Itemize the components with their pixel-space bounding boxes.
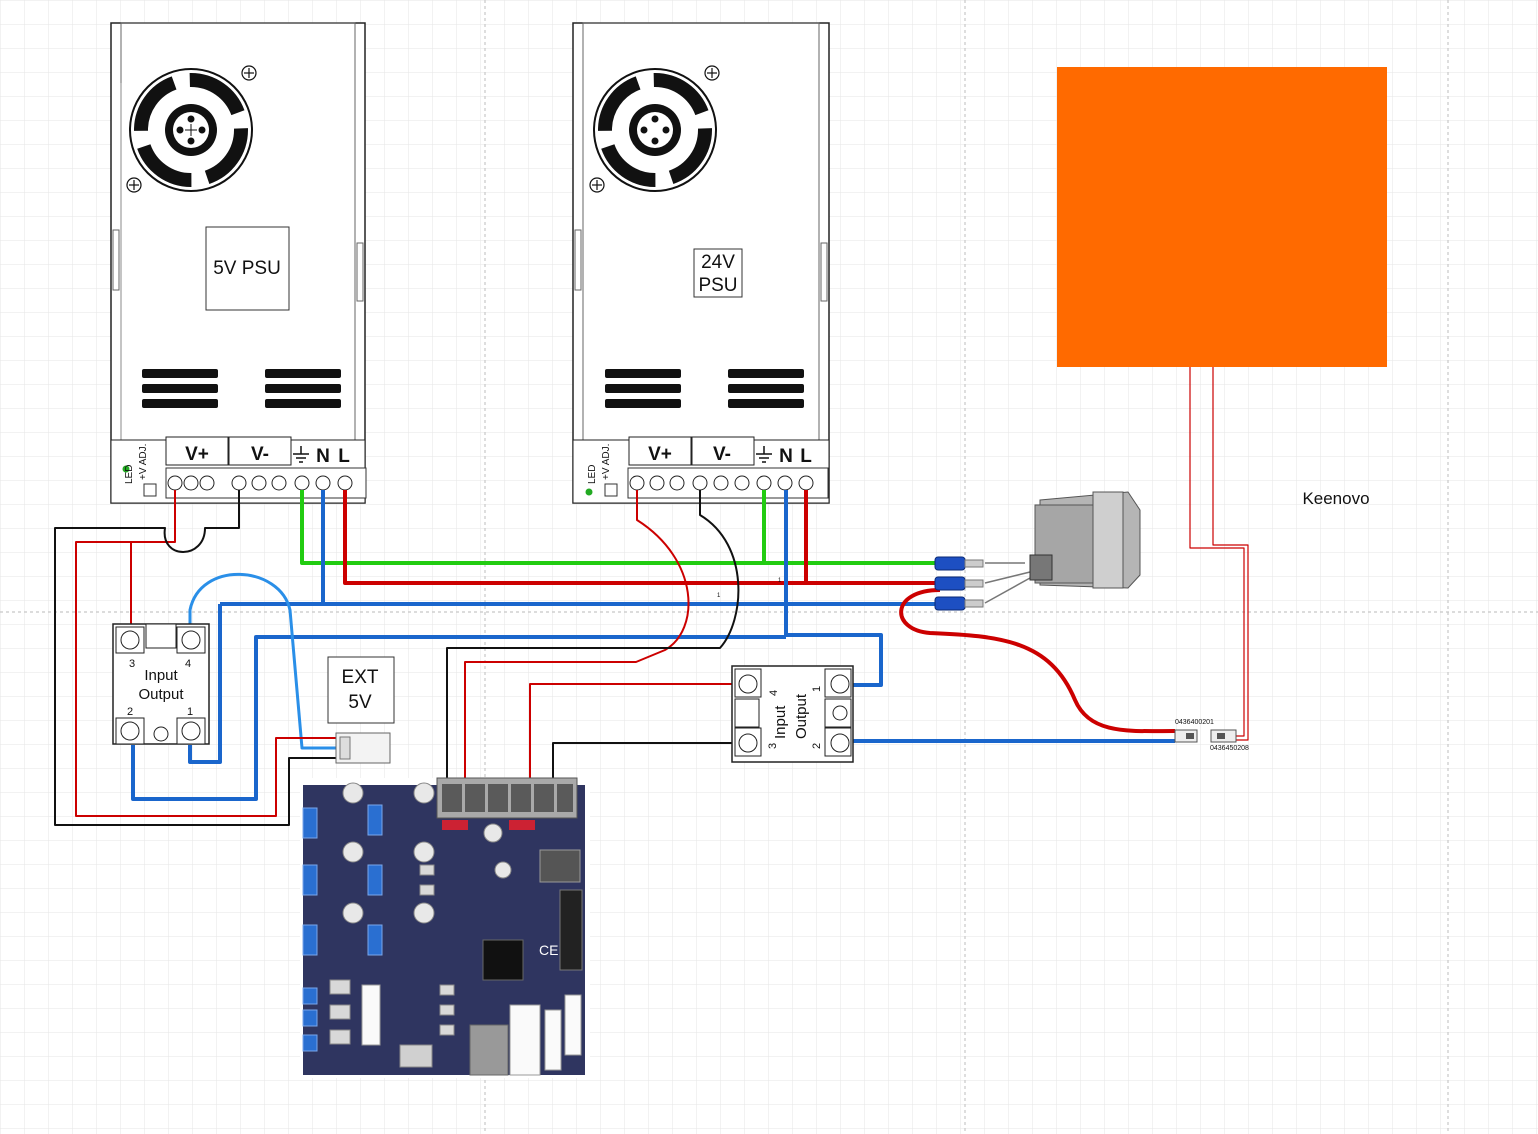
wire-left-ssr-out2 (131, 635, 786, 801)
psu-5v-label: 5V PSU (213, 258, 281, 279)
ground-icon (293, 446, 309, 463)
vadj-trimmer[interactable] (143, 483, 157, 497)
crimp-terminals (934, 556, 1031, 611)
ssr-right-pin2: 2 (811, 743, 823, 749)
psu-24v[interactable]: 24V PSU V+ V- N L LED +V ADJ. (572, 22, 830, 504)
ssr-right-pin3: 3 (767, 743, 779, 749)
wire-left-ssr-out4 (188, 602, 323, 764)
psu-5v-vadj-label: +V ADJ. (138, 444, 149, 480)
jst-connector (335, 732, 391, 764)
psu-5v-led-label: LED (124, 465, 135, 484)
ext-5v-line1: EXT (342, 667, 379, 688)
ext-5v-line2: 5V (348, 692, 372, 713)
wires (54, 367, 1249, 826)
vent-slots (142, 369, 341, 408)
wire-mark-b: 1 (778, 578, 782, 584)
bed-connector (1174, 729, 1237, 743)
psu-24v-vminus-label: V- (713, 444, 731, 465)
psu-24v-vadj-label: +V ADJ. (601, 444, 612, 480)
ext-5v-block[interactable]: EXT 5V (327, 656, 395, 724)
wire-live (343, 490, 940, 585)
wire-24v-positive (464, 490, 690, 785)
ground-icon (756, 446, 772, 463)
wire-5v-positive (75, 490, 338, 817)
ssr-left-input-label: Input (144, 667, 178, 684)
connector-part2: 0436450208 (1210, 745, 1249, 752)
screw-icon (589, 65, 720, 193)
connector-part1: 0436400201 (1175, 719, 1214, 726)
psu-5v-vminus-label: V- (251, 444, 269, 465)
psu-5v-l-label: L (338, 446, 350, 467)
ssr-left-pin1: 1 (187, 706, 193, 718)
ssr-left-pin4: 4 (185, 658, 191, 670)
psu-5v-vplus-label: V+ (185, 444, 209, 465)
heater-label: Keenovo (1302, 489, 1369, 508)
wire-heater-lead-b (1212, 367, 1249, 741)
ssr-left-pin2: 2 (127, 706, 133, 718)
ssr-left-output-label: Output (138, 686, 184, 703)
ce-mark-icon: CE (539, 942, 558, 958)
wire-heater-lead-a (1189, 367, 1245, 737)
wire-live-heater (899, 588, 1176, 734)
heater-pad[interactable] (1057, 67, 1387, 367)
vadj-trimmer[interactable] (604, 483, 618, 497)
terminal-screws (165, 467, 367, 499)
wire-ssr-right-in-pos (529, 683, 745, 785)
wire-ext5v-signal (188, 572, 338, 750)
led-indicator (585, 488, 593, 496)
wire-ssr-right-in-neg (552, 742, 745, 785)
led-indicator (122, 465, 130, 473)
ssr-right-pin4: 4 (768, 690, 780, 696)
vent-slots (605, 369, 804, 408)
psu-24v-vplus-label: V+ (648, 444, 672, 465)
wire-earth (300, 490, 940, 565)
ssr-right-input-label: Input (772, 705, 789, 739)
psu-24v-label-line2: PSU (698, 275, 737, 296)
ssr-right-pin1: 1 (811, 686, 823, 692)
psu-5v[interactable]: 5V PSU V+ V- N L LED +V ADJ. (110, 22, 367, 504)
psu-24v-n-label: N (779, 446, 793, 467)
controller-board[interactable]: CE (300, 777, 590, 1078)
screw-icon (126, 65, 257, 193)
fan-icon (129, 68, 253, 192)
iec-inlet-icon[interactable] (1029, 491, 1141, 589)
wire-neutral-ssr-right (786, 633, 883, 687)
ssr-left[interactable]: Input Output 3 4 2 1 (112, 623, 210, 745)
psu-24v-led-label: LED (587, 465, 598, 484)
ssr-left-pin3: 3 (129, 658, 135, 670)
psu-24v-l-label: L (800, 446, 812, 467)
terminal-screws (627, 467, 829, 499)
wire-24v-negative (446, 490, 740, 785)
ssr-right[interactable]: Input Output 3 4 1 2 (731, 665, 854, 763)
wire-mark-a: 1 (717, 593, 721, 599)
psu-5v-n-label: N (316, 446, 330, 467)
ssr-right-output-label: Output (793, 693, 810, 739)
wire-5v-negative (54, 490, 338, 826)
psu-24v-label-line1: 24V (701, 252, 735, 273)
fan-icon (593, 68, 717, 192)
